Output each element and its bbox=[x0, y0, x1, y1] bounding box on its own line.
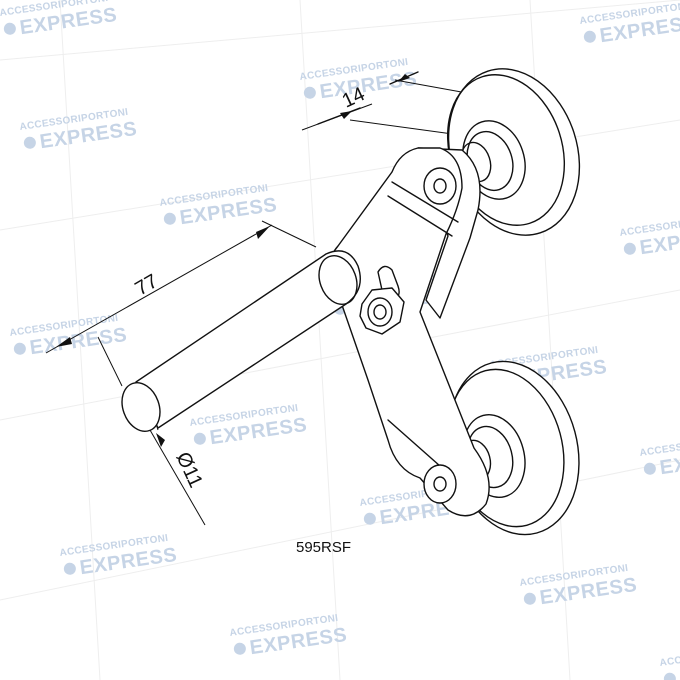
watermark-logo-dot bbox=[303, 86, 316, 99]
watermark-logo-dot bbox=[363, 512, 376, 525]
watermark-logo-dot bbox=[523, 592, 536, 605]
length-dimension-label: 77 bbox=[132, 270, 162, 300]
hex-nut bbox=[359, 287, 405, 335]
product-code: 595RSF bbox=[296, 539, 351, 556]
watermark-logo-dot bbox=[193, 432, 206, 445]
watermark-logo-dot bbox=[583, 30, 596, 43]
axle-pin bbox=[121, 250, 361, 432]
watermark-logo-dot bbox=[3, 22, 16, 35]
watermark-logo-dot bbox=[163, 212, 176, 225]
watermark-logo-dot bbox=[643, 462, 656, 475]
bracket-plate bbox=[329, 147, 490, 517]
watermark-logo-dot bbox=[63, 562, 76, 575]
watermark-line-2: EXPRESS bbox=[678, 654, 680, 680]
watermark-logo-dot bbox=[13, 342, 26, 355]
diameter-dimension-label: Ø11 bbox=[171, 449, 206, 491]
watermark-logo-dot bbox=[23, 136, 36, 149]
watermark-line-1: ACCESSORIPORTONI bbox=[659, 643, 680, 669]
watermark-logo-dot bbox=[233, 642, 246, 655]
watermark-logo-dot bbox=[663, 672, 676, 680]
watermark-logo-dot bbox=[623, 242, 636, 255]
